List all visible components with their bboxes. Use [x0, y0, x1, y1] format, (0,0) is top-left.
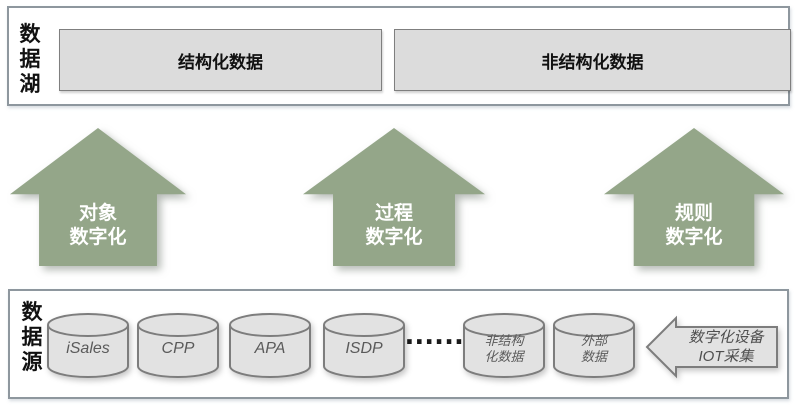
database-cylinder-icon [137, 313, 219, 378]
database-label: iSales [66, 340, 110, 357]
database-cylinder-icon [463, 313, 545, 378]
database-cylinder-icon [323, 313, 405, 378]
database-label: 非结构 化数据 [462, 333, 546, 365]
process-digitization-arrow: 过程 数字化 [303, 128, 485, 266]
database-cylinder-icon [229, 313, 311, 378]
iot-arrow-label-line1: 数字化设备 [688, 329, 764, 346]
database-cylinder-icon [47, 313, 129, 378]
up-arrow-icon: 规则 数字化 [604, 128, 784, 266]
structured-data-label: 结构化数据 [178, 52, 263, 72]
object-digitization-arrow: 对象 数字化 [10, 128, 186, 266]
arrow-label-line2: 数字化 [69, 227, 127, 248]
database-label-line1: 非结构 [484, 333, 524, 348]
database-label: APA [254, 340, 286, 357]
data-source-label: 数据源 [21, 301, 43, 374]
arrow-label-line1: 过程 [374, 203, 413, 224]
arrow-label-line1: 对象 [78, 203, 117, 224]
arrow-label-line1: 规则 [674, 203, 713, 224]
database-cylinder-icon [553, 313, 635, 378]
arrow-label-line2: 数字化 [665, 227, 723, 248]
database-isdp: ISDP [322, 312, 406, 380]
up-arrow-icon: 对象 数字化 [10, 128, 186, 266]
data-lake-section: 数据湖 结构化数据 非结构化数据 [7, 6, 791, 106]
unstructured-data-label: 非结构化数据 [541, 52, 644, 72]
database-apa: APA [228, 312, 312, 380]
data-lake-label: 数据湖 [19, 23, 41, 96]
structured-data-box: 结构化数据 [59, 29, 382, 91]
iot-collection-arrow: 数字化设备 IOT采集 [645, 314, 779, 380]
database-cpp: CPP [136, 312, 220, 380]
database-label-line2: 化数据 [484, 349, 524, 364]
database-label: CPP [161, 340, 195, 357]
iot-arrow-label: 数字化设备 IOT采集 [675, 314, 777, 380]
database-label-line2: 数据 [580, 349, 607, 364]
unstructured-data-box: 非结构化数据 [394, 29, 791, 91]
left-arrow-icon [645, 315, 778, 379]
database-unstructured-data: 非结构 化数据 [462, 312, 546, 380]
arrow-label-line2: 数字化 [365, 227, 423, 248]
database-label-line1: 外部 [580, 333, 607, 348]
iot-arrow-label-line2: IOT采集 [698, 348, 754, 365]
database-isales: iSales [46, 312, 130, 380]
database-label: ISDP [345, 340, 383, 357]
database-external-data: 外部 数据 [552, 312, 636, 380]
ellipsis-dots: ...... [405, 315, 465, 351]
database-label: 外部 数据 [552, 333, 636, 365]
up-arrow-icon: 过程 数字化 [303, 128, 485, 266]
rule-digitization-arrow: 规则 数字化 [604, 128, 784, 266]
